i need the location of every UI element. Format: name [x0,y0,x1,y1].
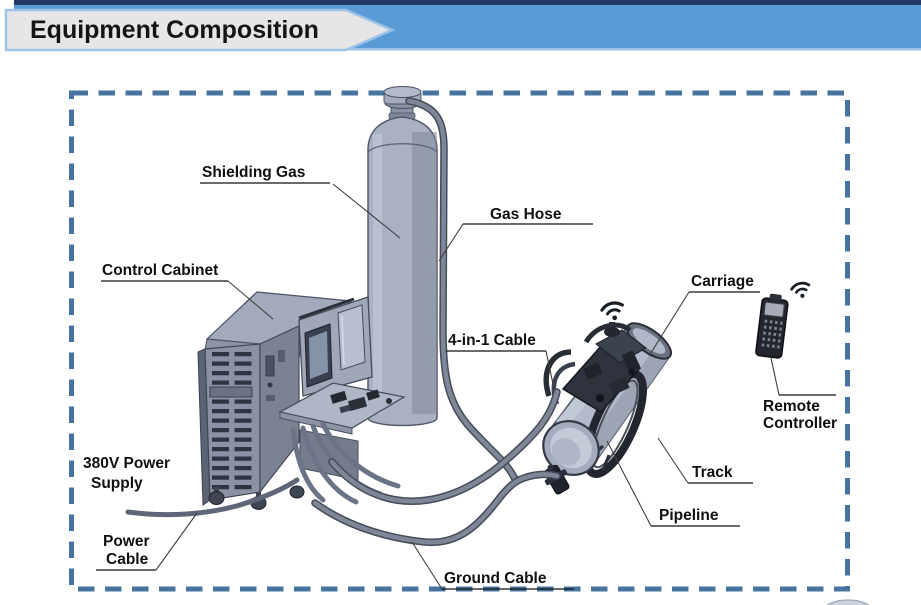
cabinet-cable-strand [320,421,401,489]
carriage-roller [596,394,604,402]
label-ground-cable: Ground Cable [444,570,547,587]
tray-part [386,398,392,404]
leader-carriage [648,291,690,357]
track-ring [583,370,647,478]
wifi-arc [600,301,624,312]
banner-tab [4,8,396,52]
carriage-roller [628,368,636,376]
label-carriage: Carriage [691,273,754,290]
cabinet-cable-strand [290,427,326,503]
tray-part [339,404,351,414]
page-corner-ornament [826,599,870,605]
cables-graphic [125,97,561,547]
tray-part [366,389,380,401]
label-power-supply-line2: Supply [91,475,143,492]
pipeline-inner-shadow [551,438,581,466]
pipeline-shade [580,346,670,464]
wifi-arc [606,308,621,316]
pipeline-machine-graphic [542,301,673,495]
carriage-block [608,376,630,396]
gas-hose-graphic [405,97,519,483]
door-window-highlight [341,315,345,366]
leader-power-cable [155,512,198,571]
remote-device [755,293,789,359]
callout-labels: Shielding Gas Gas Hose Control Cabinet 4… [83,164,837,590]
cabinet-screen [309,331,328,379]
ground-cable-graphic [311,470,561,547]
leader-ground-cable [411,541,443,590]
leader-shielding-gas [332,183,401,239]
wifi-icon [600,301,624,321]
cabinet-connector-panel [265,355,275,377]
wifi-dot [800,293,805,298]
leader-gas-hose [438,223,464,262]
label-power-supply-line1: 380V Power [83,455,170,472]
remote-top-button [769,293,782,301]
cylinder-highlight [373,134,382,414]
cylinder-cap-top [383,86,422,98]
label-control-cabinet: Control Cabinet [102,262,218,279]
label-shielding-gas: Shielding Gas [202,164,305,181]
wifi-dot [612,315,618,321]
cabinet-socket [266,395,275,401]
tray-parts [330,389,392,414]
label-track: Track [692,464,733,481]
leader-4in1-cable [545,350,554,385]
wheel [208,491,225,505]
gas-hose [406,98,518,482]
label-pipeline: Pipeline [659,507,719,524]
wifi-icon [790,281,811,298]
track-ring-inner [591,379,639,469]
wifi-arc [795,287,808,294]
four-in-one-cable [329,389,560,504]
clamp-bolt [547,464,554,471]
cabinet-tray-edge [279,411,353,435]
wheel [289,485,305,499]
label-4in1-cable: 4-in-1 Cable [448,332,536,349]
power-cable [125,477,300,518]
label-gas-hose: Gas Hose [490,206,562,223]
banner-top-line [14,0,921,5]
cabinet-knob [267,382,273,388]
cabinet-door-window [337,304,366,371]
carriage-handle [583,322,632,344]
leader-track [657,437,689,484]
gas-cylinder-graphic [367,86,438,427]
remote-controller-graphic [755,281,811,359]
four-in-one-cable-graphic [328,388,561,505]
tray-part [330,390,348,404]
carriage-block [583,362,603,380]
cabinet-cable-strand [300,425,359,505]
label-remote-controller-line1: Remote [763,398,820,415]
banner-bottom-line [14,48,921,51]
carriage-block [621,350,641,372]
cabinet-louvers [212,352,252,490]
remote-screen [763,301,785,318]
cabinet-connector [278,350,285,362]
cabinet-handle [209,386,253,398]
title-banner: Equipment Composition [4,0,921,52]
antenna-mount [604,327,620,337]
wifi-arc [790,281,811,291]
page-title: Equipment Composition [30,16,319,44]
pipeline-far-inner [632,328,666,354]
cylinder-shoulder-seam [367,143,438,153]
leader-pipeline [606,440,652,527]
leader-control-cabinet [227,280,274,320]
label-remote-controller-line2: Controller [763,415,837,432]
tray-part [347,396,368,412]
carriage-graphic [543,322,647,413]
label-power-cable-line1: Power [103,533,150,550]
carriage-wire-loop [543,349,572,397]
leader-remote-controller [770,357,780,396]
control-cabinet-graphic [197,291,406,510]
ground-cable [312,472,560,545]
cylinder-shade [412,132,437,414]
antenna-stem [609,322,615,331]
cabinet-door-rail [298,297,355,320]
label-power-cable-line2: Cable [106,551,149,568]
